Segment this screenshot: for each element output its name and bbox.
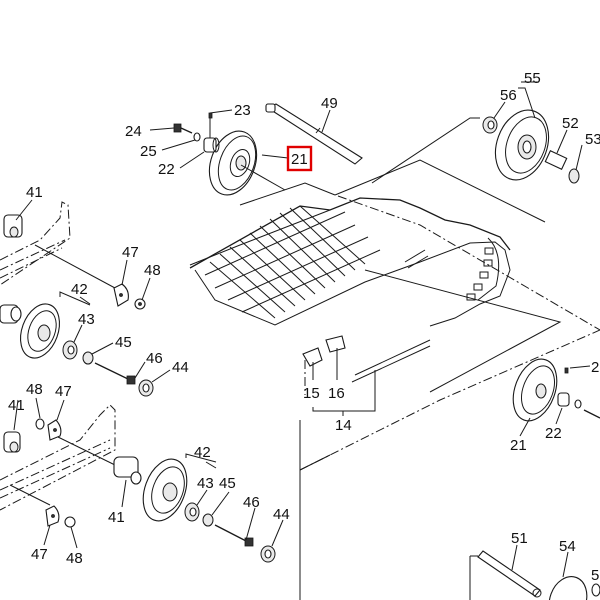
callout-44[interactable]: 44 — [172, 359, 189, 376]
callout-22[interactable]: 22 — [158, 161, 175, 178]
callout-54[interactable]: 54 — [559, 538, 576, 555]
leader-lines — [13, 81, 591, 578]
callout-41-lower[interactable]: 41 — [108, 509, 125, 526]
nut-48-lower — [64, 516, 76, 528]
washer-44-upper — [138, 379, 154, 397]
callout-21-highlighted[interactable]: 21 — [291, 151, 308, 168]
highlight-box-21 — [286, 145, 313, 172]
callout-42[interactable]: 42 — [71, 281, 88, 298]
callout-15[interactable]: 15 — [303, 385, 320, 402]
callout-48[interactable]: 48 — [144, 262, 161, 279]
rear-wheel-55 — [494, 109, 550, 181]
collar-52 — [544, 150, 568, 170]
pivot-bushing-41-mid — [0, 304, 22, 324]
bearing-43-upper — [62, 340, 78, 360]
washer-45-lower — [202, 513, 214, 527]
callout-22-lower[interactable]: 22 — [545, 425, 562, 442]
nut-48-upper — [134, 298, 146, 310]
slide-clip-15 — [302, 347, 323, 367]
slide-rail-upper — [0, 201, 116, 289]
callout-47[interactable]: 47 — [122, 244, 139, 261]
bearing-56 — [482, 116, 498, 134]
callout-25[interactable]: 25 — [140, 143, 157, 160]
bushing-41-upper — [3, 214, 23, 238]
bracket-47-upper — [113, 283, 129, 307]
bolt-46-lower — [214, 524, 254, 547]
callout-43[interactable]: 43 — [78, 311, 95, 328]
callout-42-lower[interactable]: 42 — [194, 444, 211, 461]
pivot-bushing-41-lower — [113, 456, 142, 485]
callout-41-left[interactable]: 41 — [8, 397, 25, 414]
callout-43-lower[interactable]: 43 — [197, 475, 214, 492]
callout-2x-partial[interactable]: 2 — [591, 359, 599, 376]
bracket-47-mid — [47, 419, 62, 441]
nut-48-mid — [35, 418, 45, 430]
callout-56[interactable]: 56 — [500, 87, 517, 104]
set-screw-23 — [208, 112, 213, 119]
callout-47-mid[interactable]: 47 — [55, 383, 72, 400]
callout-24[interactable]: 24 — [125, 123, 142, 140]
shaft-49 — [265, 103, 363, 165]
callout-16[interactable]: 16 — [328, 385, 345, 402]
wheel-42-lower — [142, 458, 188, 522]
callout-labels: 24 23 25 22 21 49 55 56 52 53 41 47 48 4… — [8, 70, 600, 584]
callout-53[interactable]: 53 — [585, 131, 600, 148]
callout-21-lower[interactable]: 21 — [510, 437, 527, 454]
callout-41[interactable]: 41 — [26, 184, 43, 201]
bolt-46-upper — [94, 362, 136, 385]
callout-48-lower[interactable]: 48 — [66, 550, 83, 567]
bolt-24-lower — [583, 409, 600, 419]
slide-rail-lower — [0, 404, 116, 511]
washer-53 — [568, 168, 580, 184]
slide-clip-16 — [325, 335, 346, 353]
callout-51[interactable]: 51 — [511, 530, 528, 547]
shaft-51 — [477, 550, 542, 598]
spacer-collar-22-lower — [557, 392, 570, 407]
idler-wheel-lower — [512, 358, 558, 422]
callout-45[interactable]: 45 — [115, 334, 132, 351]
idler-wheel-upper — [208, 130, 286, 196]
callout-46-lower[interactable]: 46 — [243, 494, 260, 511]
washer-25-lower — [574, 399, 582, 409]
callout-49[interactable]: 49 — [321, 95, 338, 112]
callout-52[interactable]: 52 — [562, 115, 579, 132]
wheel-42-upper — [20, 303, 60, 359]
callout-47-lower[interactable]: 47 — [31, 546, 48, 563]
callout-44-lower[interactable]: 44 — [273, 506, 290, 523]
assembly-outline-lines — [189, 117, 600, 600]
washer-45-upper — [82, 351, 94, 365]
callout-5x-partial[interactable]: 5 — [591, 567, 599, 584]
callout-48-mid[interactable]: 48 — [26, 381, 43, 398]
washer-44-lower — [260, 545, 276, 563]
bearing-43-lower — [184, 502, 200, 522]
callout-23[interactable]: 23 — [234, 102, 251, 119]
callout-45-lower[interactable]: 45 — [219, 475, 236, 492]
bushing-41-left — [3, 431, 21, 453]
callout-55[interactable]: 55 — [524, 70, 541, 87]
set-screw-23-lower — [564, 367, 569, 374]
part-5x-partial — [591, 583, 600, 597]
washer-25 — [193, 132, 201, 142]
bolt-24 — [173, 123, 193, 134]
bracket-47-lower — [45, 505, 60, 527]
track-belt — [189, 197, 511, 327]
wheel-54 — [548, 576, 588, 600]
callout-14[interactable]: 14 — [335, 417, 352, 434]
callout-46[interactable]: 46 — [146, 350, 163, 367]
